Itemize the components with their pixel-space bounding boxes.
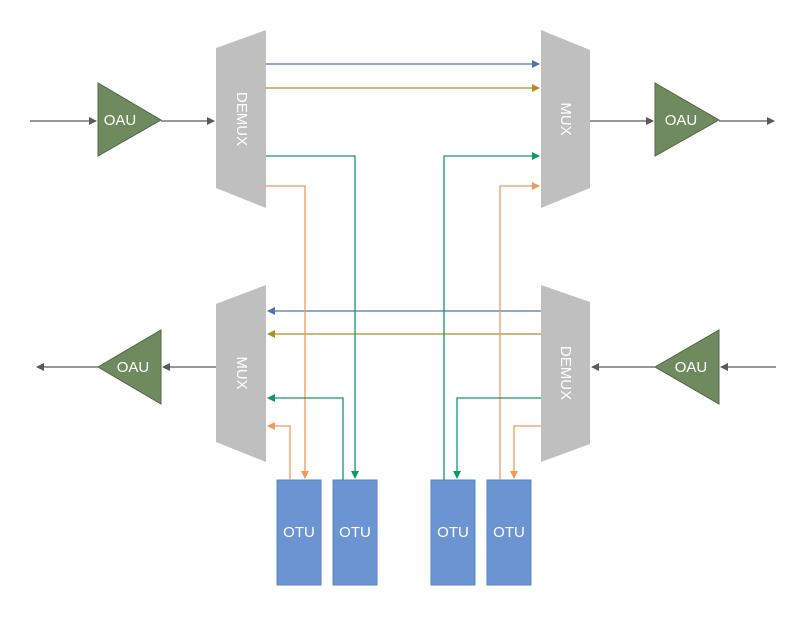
mux-bottom-left-label: MUX xyxy=(233,356,250,389)
otu-3: OTU xyxy=(430,479,476,586)
oau-bottom-left-label: OAU xyxy=(117,359,150,376)
green-add-from-otu-2 xyxy=(267,394,344,480)
green-drop-to-otu-3 xyxy=(453,397,541,479)
mux-top-right-label: MUX xyxy=(557,102,574,135)
green-add-from-otu-3 xyxy=(443,152,540,480)
otu-3-label: OTU xyxy=(437,524,469,541)
otu-1: OTU xyxy=(276,479,322,586)
orange-add-from-otu-1 xyxy=(267,422,291,480)
orange-drop-to-otu-4 xyxy=(510,425,541,479)
oau-top-right-label: OAU xyxy=(665,112,698,129)
orange-drop-to-otu-1 xyxy=(266,185,309,479)
oau-top-left-label: OAU xyxy=(104,112,137,129)
oau-bottom-right: OAU xyxy=(654,329,720,405)
demux-top-left: DEMUX xyxy=(216,30,266,208)
otu-1-label: OTU xyxy=(283,524,315,541)
add-drop-channels xyxy=(266,152,541,480)
oau-bottom-right-label: OAU xyxy=(675,359,708,376)
green-drop-to-otu-2 xyxy=(266,155,359,479)
otu-4: OTU xyxy=(486,479,532,586)
mux-bottom-left: MUX xyxy=(216,285,266,462)
oau-bottom-left: OAU xyxy=(97,329,162,405)
oau-top-left: OAU xyxy=(97,82,162,157)
mux-top-right: MUX xyxy=(541,30,590,208)
otu-2-label: OTU xyxy=(339,524,371,541)
demux-bottom-right: DEMUX xyxy=(541,285,590,462)
oau-top-right: OAU xyxy=(654,82,721,157)
orange-add-from-otu-4 xyxy=(499,182,540,480)
otu-2: OTU xyxy=(332,479,378,586)
demux-top-left-label: DEMUX xyxy=(233,92,250,146)
demux-bottom-right-label: DEMUX xyxy=(557,346,574,400)
otu-4-label: OTU xyxy=(493,524,525,541)
passthrough-channels xyxy=(266,60,541,338)
line-connections xyxy=(30,117,776,371)
